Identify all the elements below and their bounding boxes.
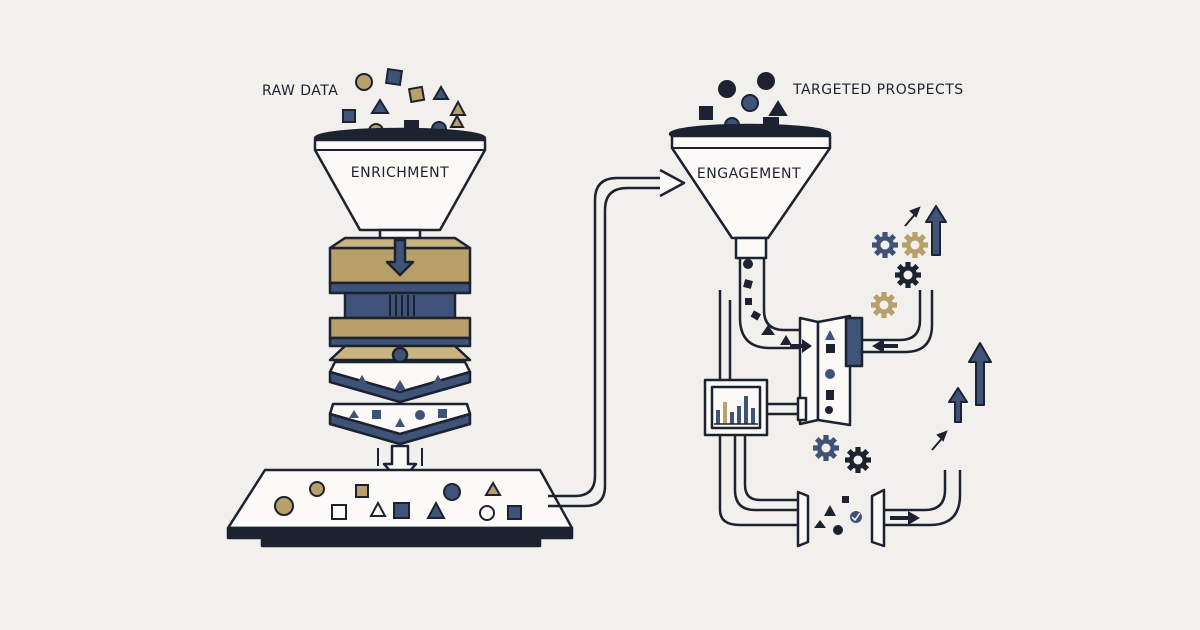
targeted-prospects-label: TARGETED PROSPECTS — [793, 82, 964, 98]
left-arrow-icon — [872, 339, 898, 353]
up-arrow-icon — [925, 205, 992, 423]
tray-shapes — [274, 481, 522, 521]
engagement-label: ENGAGEMENT — [696, 166, 802, 182]
targeted-prospect-shapes — [699, 72, 788, 133]
enrichment-label: ENRICHMENT — [350, 165, 450, 181]
small-arrow-icons — [904, 206, 948, 451]
processing-stack — [328, 236, 472, 446]
valve-shapes — [814, 496, 862, 535]
right-arrow-icon — [790, 339, 920, 525]
engagement-machinery — [703, 258, 962, 548]
bar-chart-icon — [714, 396, 758, 425]
raw-data-shapes — [342, 67, 467, 139]
connector-pipe — [548, 168, 686, 508]
engagement-funnel — [668, 123, 832, 260]
pipe-shapes — [743, 259, 835, 414]
raw-data-label: RAW DATA — [262, 83, 339, 99]
enrichment-funnel — [313, 127, 487, 246]
